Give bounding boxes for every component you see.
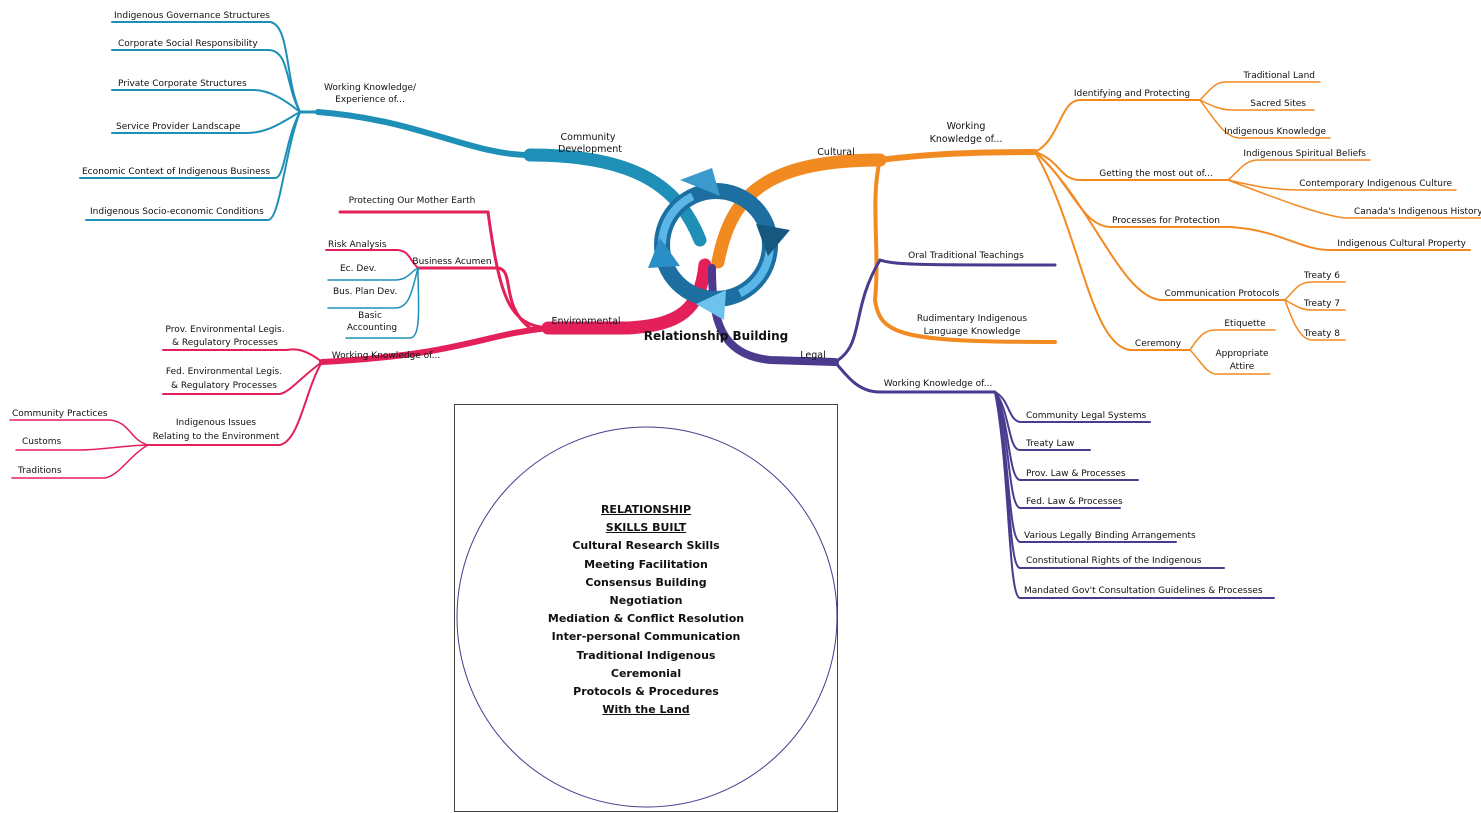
legal-item: Various Legally Binding Arrangements bbox=[1024, 531, 1196, 541]
community-item: Service Provider Landscape bbox=[116, 122, 241, 132]
skill-item: Inter-personal Communication bbox=[551, 630, 741, 644]
business-item: Basic bbox=[358, 311, 382, 321]
legal-item: Treaty Law bbox=[1025, 439, 1074, 449]
cultural-working-label: Working bbox=[947, 121, 986, 132]
legal-item: Community Legal Systems bbox=[1026, 411, 1146, 421]
treaty-item: Treaty 6 bbox=[1303, 271, 1340, 281]
ceremony-item-line2: Attire bbox=[1230, 362, 1255, 372]
getting-most-label: Getting the most out of... bbox=[1099, 169, 1213, 179]
issue-item: Customs bbox=[22, 437, 61, 447]
getting-item: Contemporary Indigenous Culture bbox=[1299, 179, 1452, 189]
legal-label: Legal bbox=[800, 350, 825, 361]
prov-env-legis-label-line2: & Regulatory Processes bbox=[172, 338, 278, 348]
cycle-arrows-icon bbox=[648, 168, 790, 320]
community-item: Economic Context of Indigenous Business bbox=[82, 167, 270, 177]
skills-heading-line2: SKILLS BUILT bbox=[605, 521, 687, 535]
oral-teachings-label: Oral Traditional Teachings bbox=[908, 251, 1024, 261]
skills-box: RELATIONSHIP SKILLS BUILT Cultural Resea… bbox=[454, 404, 838, 812]
business-item: Ec. Dev. bbox=[340, 264, 376, 274]
core-topic-label: Relationship Building bbox=[644, 329, 789, 343]
getting-item: Canada's Indigenous History bbox=[1354, 207, 1481, 217]
treaty-item: Treaty 8 bbox=[1303, 329, 1340, 339]
legal-working-label: Working Knowledge of... bbox=[884, 379, 993, 389]
getting-item: Indigenous Spiritual Beliefs bbox=[1243, 149, 1366, 159]
skills-list: RELATIONSHIP SKILLS BUILT Cultural Resea… bbox=[455, 501, 837, 719]
skill-item: Traditional Indigenous bbox=[576, 648, 716, 662]
cultural-label: Cultural bbox=[817, 147, 854, 158]
communication-protocols-label: Communication Protocols bbox=[1165, 289, 1280, 299]
community-item: Indigenous Governance Structures bbox=[114, 11, 270, 21]
identifying-protecting-label: Identifying and Protecting bbox=[1074, 89, 1190, 99]
business-item: Bus. Plan Dev. bbox=[333, 287, 397, 297]
community-item: Private Corporate Structures bbox=[118, 79, 247, 89]
identifying-item: Sacred Sites bbox=[1250, 99, 1306, 109]
skill-item: Cultural Research Skills bbox=[572, 539, 720, 553]
business-item: Risk Analysis bbox=[328, 240, 387, 250]
business-item-line2: Accounting bbox=[347, 323, 397, 333]
ceremony-label: Ceremony bbox=[1135, 339, 1182, 349]
language-knowledge-label: Rudimentary Indigenous bbox=[917, 314, 1027, 324]
fed-env-legis-label-line2: & Regulatory Processes bbox=[171, 381, 277, 391]
ceremony-item: Appropriate bbox=[1215, 349, 1269, 359]
treaty-item: Treaty 7 bbox=[1303, 299, 1340, 309]
skills-circle bbox=[456, 426, 838, 808]
issue-item: Community Practices bbox=[12, 409, 108, 419]
indigenous-issues-label: Indigenous Issues bbox=[176, 418, 257, 428]
skill-item: Mediation & Conflict Resolution bbox=[547, 612, 745, 626]
skills-heading: RELATIONSHIP bbox=[600, 503, 692, 516]
community-item: Corporate Social Responsibility bbox=[118, 39, 258, 49]
skill-item: Consensus Building bbox=[585, 575, 707, 589]
prov-env-legis-label: Prov. Environmental Legis. bbox=[165, 325, 284, 335]
business-acumen-label: Business Acumen bbox=[412, 257, 491, 267]
community-working-knowledge-label: Working Knowledge/ bbox=[324, 83, 417, 93]
skill-item: Negotiation bbox=[609, 594, 683, 608]
identifying-item: Indigenous Knowledge bbox=[1224, 127, 1326, 137]
legal-item: Constitutional Rights of the Indigenous bbox=[1026, 556, 1202, 566]
skill-item: With the Land bbox=[602, 703, 690, 717]
issue-item: Traditions bbox=[17, 466, 62, 476]
cultural-working-label-line2: Knowledge of... bbox=[930, 134, 1003, 145]
environmental-label: Environmental bbox=[551, 316, 620, 327]
community-item: Indigenous Socio-economic Conditions bbox=[90, 207, 264, 217]
skill-item: Protocols & Procedures bbox=[573, 685, 719, 699]
legal-item: Prov. Law & Processes bbox=[1026, 469, 1126, 479]
identifying-item: Traditional Land bbox=[1242, 71, 1315, 81]
processes-protection-label: Processes for Protection bbox=[1112, 216, 1220, 226]
legal-item: Fed. Law & Processes bbox=[1026, 497, 1123, 507]
ceremony-item: Etiquette bbox=[1224, 319, 1266, 329]
community-development-label: Community bbox=[561, 132, 616, 143]
protecting-mother-earth-label: Protecting Our Mother Earth bbox=[349, 196, 476, 206]
skill-item: Meeting Facilitation bbox=[584, 557, 708, 571]
fed-env-legis-label: Fed. Environmental Legis. bbox=[166, 367, 282, 377]
legal-item: Mandated Gov't Consultation Guidelines &… bbox=[1024, 586, 1263, 596]
community-development-label-line2: Development bbox=[558, 144, 622, 155]
environmental-working-label: Working Knowledge of... bbox=[332, 351, 441, 361]
language-knowledge-label-line2: Language Knowledge bbox=[924, 327, 1021, 337]
environmental-branch bbox=[9, 210, 712, 479]
legal-branch bbox=[708, 258, 1275, 599]
indigenous-issues-label-line2: Relating to the Environment bbox=[153, 432, 280, 442]
business-acumen-items-lines bbox=[327, 267, 420, 339]
processes-item: Indigenous Cultural Property bbox=[1337, 239, 1466, 249]
skill-item: Ceremonial bbox=[610, 666, 682, 680]
cultural-branch bbox=[711, 81, 1481, 375]
community-development-branch bbox=[79, 21, 707, 247]
community-working-knowledge-label-line2: Experience of... bbox=[335, 95, 405, 105]
